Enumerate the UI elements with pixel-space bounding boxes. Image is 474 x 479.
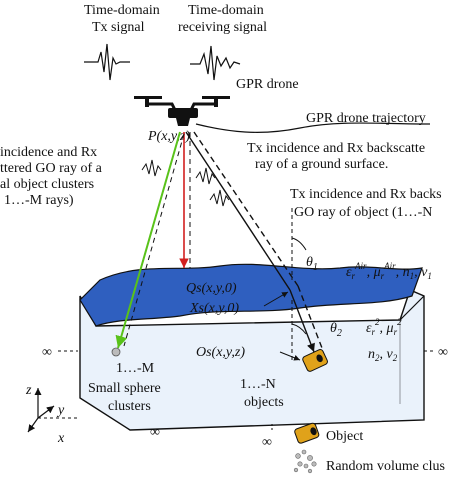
legend-object-label: Object [326,429,363,444]
rx-waveform [190,45,241,81]
tx-ray-object [185,131,291,291]
os-point-label: Os(x,y,z) [196,345,245,360]
scatter-wave-left [141,159,162,177]
ground-ray-label-1: Tx incidence and Rx backscatte [247,141,425,156]
rx-ray-object [193,131,299,287]
legend-random-label: Random volume clus [326,459,445,474]
tx-signal-label-1: Time-domain [84,3,160,18]
objects-label: objects [244,395,284,410]
sphere-cluster-point [111,347,121,357]
infinity-bottom-2: ∞ [262,435,272,450]
tx-signal-label-2: Tx signal [92,20,145,35]
qs-point-label: Qs(x,y,0) [186,281,237,296]
sphere-label-1: Small sphere [88,381,161,396]
left-ray-label-3: al object clusters [0,177,94,192]
left-ray-label-4: 1…-M rays) [4,193,74,208]
rx-signal-label-1: Time-domain [188,3,264,18]
buried-object [302,349,328,372]
theta2-label: θ2 [330,321,342,339]
ground-surface [79,263,423,327]
infinity-right: ∞ [438,345,448,360]
axis-x-label: x [57,431,65,446]
rx-signal-label-2: receiving signal [178,20,267,35]
axis-z-label: z [25,383,32,398]
ground-params-label-1: εr2, μr2 [366,317,402,337]
theta1-label: θ1 [306,255,318,273]
axes-indicator [27,388,80,433]
object-ray-label-2: GO ray of object (1…-N [294,205,432,220]
gpr-drone [134,96,230,126]
object-ray-label-1: Tx incidence and Rx backs [290,187,442,202]
legend-object-icon [294,422,320,444]
axis-y-label: y [56,403,65,418]
xs-point-label: Xs(x,y,0) [189,301,239,316]
gpr-drone-label: GPR drone [236,77,299,92]
left-ray-label-2: ttered GO ray of a [0,161,103,176]
object-index-label: 1…-N [240,377,276,392]
green-ray-cluster [115,131,181,349]
legend-random-cluster-icon [293,449,317,474]
scatter-wave-right [209,189,230,207]
sphere-index-label: 1…-M [116,361,155,376]
sphere-label-2: clusters [108,399,151,414]
tx-waveform [84,43,130,81]
left-ray-label-1: incidence and Rx [0,145,97,160]
drone-trajectory [195,122,431,133]
ground-ray-label-2: ray of a ground surface. [255,157,388,172]
scatter-wave-mid [195,167,216,185]
infinity-left: ∞ [42,345,52,360]
ground-params-label-2: n2, ν2 [368,347,398,363]
trajectory-label: GPR drone trajectory [306,111,426,126]
infinity-bottom-1: ∞ [150,425,160,440]
